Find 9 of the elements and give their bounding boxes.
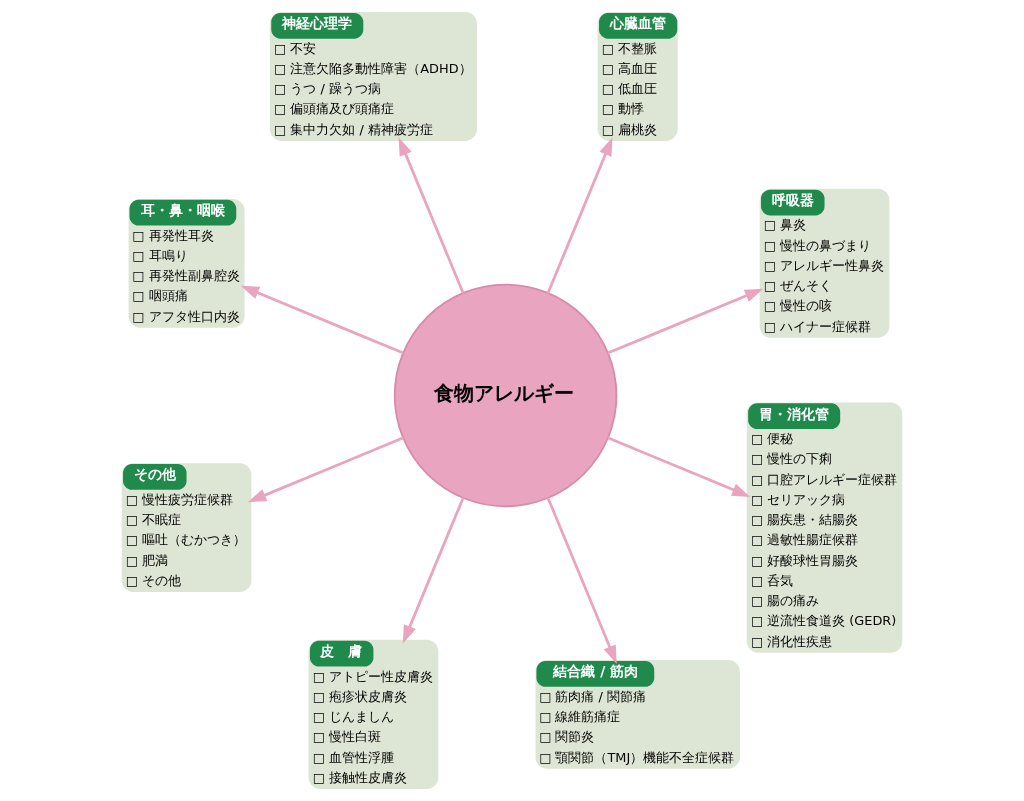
arrow <box>546 497 617 664</box>
arrow <box>607 436 751 497</box>
arrow <box>240 285 404 355</box>
arrow <box>607 288 764 355</box>
arrow <box>402 497 465 644</box>
arrow <box>247 436 404 503</box>
node-circle: 食物アレルギー <box>393 283 618 508</box>
arrow <box>398 137 465 294</box>
arrow <box>546 137 613 294</box>
